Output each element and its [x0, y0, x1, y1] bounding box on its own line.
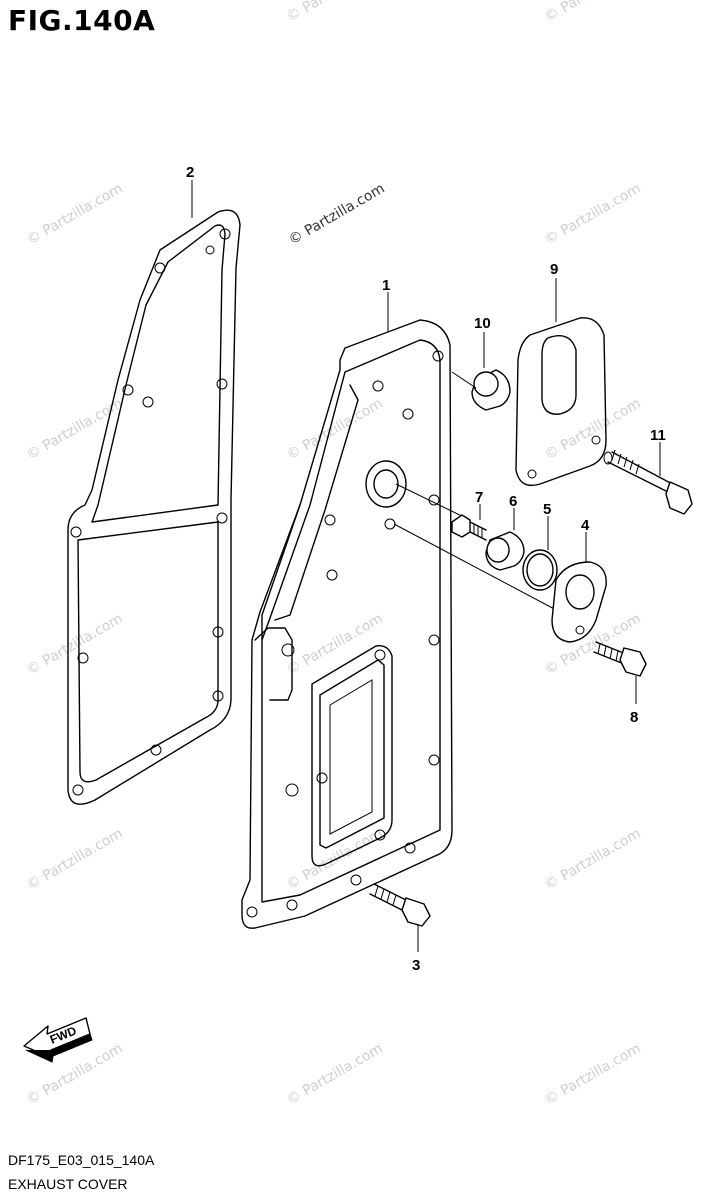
figure-name: EXHAUST COVER — [8, 1176, 128, 1192]
watermark-center: © Partzilla.com — [286, 181, 388, 249]
watermark: © Partzilla.com — [284, 396, 386, 464]
callout-11: 11 — [650, 427, 666, 444]
callout-5: 5 — [543, 501, 551, 518]
part-10-sleeve — [471, 369, 511, 411]
leader-line — [451, 371, 477, 389]
watermark: © Partzilla.com — [284, 1041, 386, 1109]
part-11-bolt — [603, 449, 693, 515]
callout-10: 10 — [474, 315, 491, 332]
watermark: © Partzilla.com — [284, 0, 386, 25]
part-2-gasket — [67, 209, 241, 805]
callout-4: 4 — [581, 517, 590, 534]
callout-7: 7 — [475, 489, 483, 506]
callout-6: 6 — [509, 493, 517, 510]
watermark: © Partzilla.com — [24, 181, 126, 249]
part-5-o-ring — [522, 549, 558, 591]
leader-line — [393, 523, 561, 613]
figure-title: FIG.140A — [8, 4, 156, 37]
watermark: © Partzilla.com — [542, 826, 644, 894]
part-7-bolt — [451, 514, 487, 541]
callout-numbers: 2 1 10 9 11 7 6 5 4 8 3 — [186, 164, 666, 974]
watermark: © Partzilla.com — [24, 611, 126, 679]
watermark: © Partzilla.com — [284, 611, 386, 679]
watermark: © Partzilla.com — [542, 0, 644, 25]
callout-leaders — [191, 180, 661, 952]
figure-code: DF175_E03_015_140A — [8, 1152, 155, 1168]
part-4-flange — [551, 561, 607, 643]
callout-3: 3 — [412, 957, 420, 974]
callout-1: 1 — [382, 277, 390, 294]
part-9-plate — [515, 317, 607, 487]
callout-2: 2 — [186, 164, 194, 181]
part-1-exhaust-cover — [241, 319, 453, 929]
fwd-arrow-icon: FWD — [23, 1017, 93, 1063]
leader-line — [395, 483, 471, 521]
watermark: © Partzilla.com — [542, 396, 644, 464]
part-3-bolt — [369, 883, 431, 927]
callout-9: 9 — [550, 261, 558, 278]
watermark: © Partzilla.com — [542, 181, 644, 249]
part-6-spacer — [485, 531, 525, 571]
watermark: © Partzilla.com — [542, 1041, 644, 1109]
callout-8: 8 — [630, 709, 638, 726]
watermark: © Partzilla.com — [24, 826, 126, 894]
part-8-bolt — [593, 641, 647, 677]
